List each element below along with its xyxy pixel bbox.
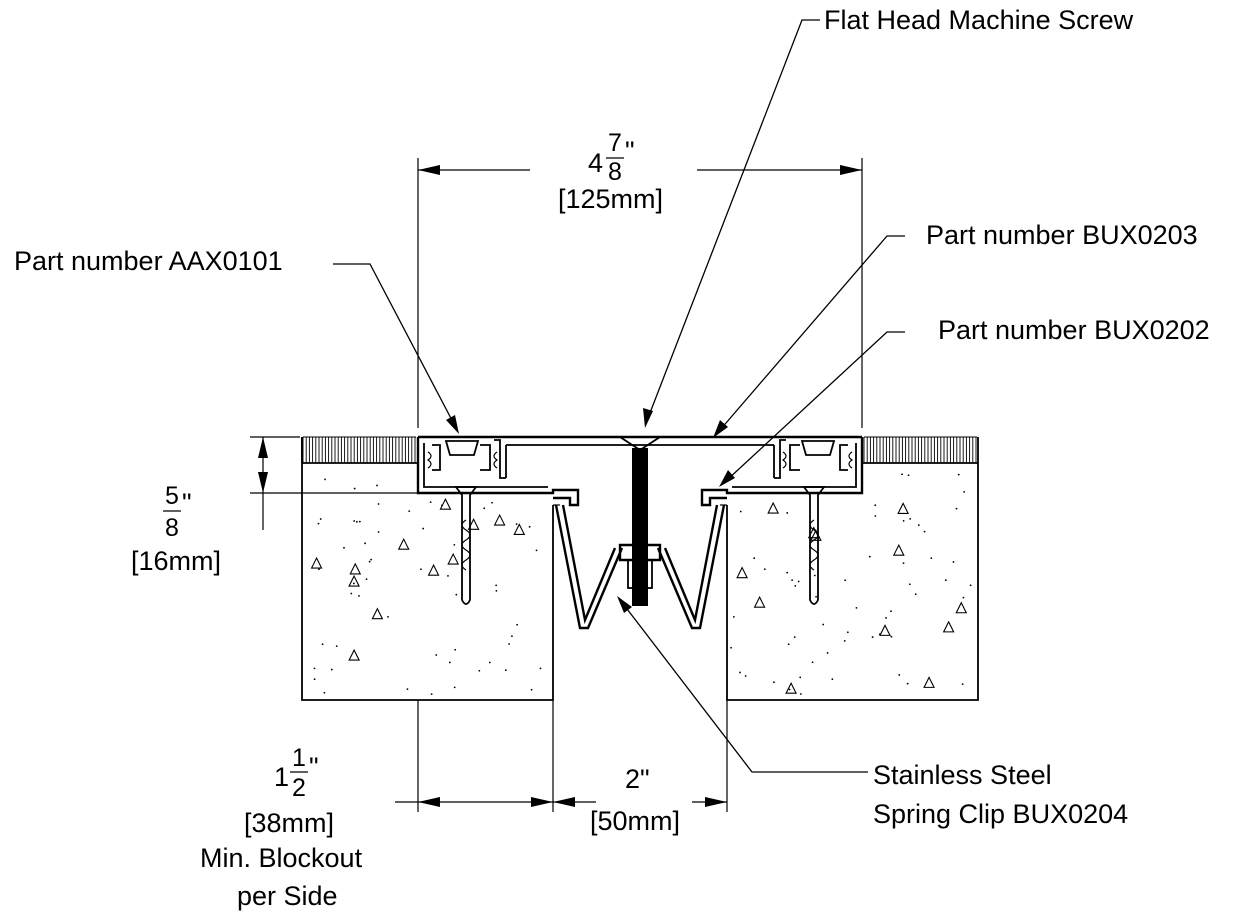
gap-value: 2" xyxy=(625,764,650,794)
right-concrete-slab xyxy=(720,437,979,701)
aax0101-label: Part number AAX0101 xyxy=(14,246,283,276)
blockout-numerator: 1 xyxy=(292,744,306,772)
left-frame-aax0101 xyxy=(416,435,580,605)
overall-width-metric: [125mm] xyxy=(558,184,663,214)
bux0203-label: Part number BUX0203 xyxy=(926,220,1198,250)
bux0202-leader xyxy=(719,331,905,487)
spring-clip-label-line2: Spring Clip BUX0204 xyxy=(873,799,1128,829)
depth-denominator: 8 xyxy=(165,514,179,542)
spring-clip-bux0204 xyxy=(554,504,726,630)
bux0202-label: Part number BUX0202 xyxy=(938,315,1210,345)
blockout-note-line1: Min. Blockout xyxy=(200,843,363,873)
spring-clip-leader xyxy=(617,596,868,773)
depth-numerator: 5 xyxy=(165,482,179,510)
aax0101-leader xyxy=(333,263,459,434)
screw-label: Flat Head Machine Screw xyxy=(824,5,1134,35)
bux0203-leader xyxy=(713,235,905,438)
right-frame-aax0101 xyxy=(700,435,864,605)
blockout-whole: 1 xyxy=(274,762,289,792)
depth-metric: [16mm] xyxy=(131,546,221,576)
screw-leader xyxy=(643,19,820,428)
blockout-note-line2: per Side xyxy=(237,881,338,911)
overall-width-dimension xyxy=(417,158,863,428)
blockout-denominator: 2 xyxy=(292,774,306,802)
depth-unit: " xyxy=(182,488,192,518)
overall-width-whole: 4 xyxy=(588,148,603,178)
left-surface-texture xyxy=(302,436,416,463)
blockout-gap-dimension xyxy=(395,700,728,812)
left-concrete-slab xyxy=(301,437,560,701)
flat-head-machine-screw xyxy=(618,448,662,606)
overall-width-denominator: 8 xyxy=(608,158,622,186)
blockout-unit: " xyxy=(309,752,319,782)
cover-plate-bux0203 xyxy=(500,435,780,478)
gap-metric: [50mm] xyxy=(590,806,680,836)
depth-dimension xyxy=(250,436,418,530)
right-surface-texture xyxy=(863,436,977,463)
spring-clip-label-line1: Stainless Steel xyxy=(873,760,1052,790)
overall-width-numerator: 7 xyxy=(608,129,622,157)
blockout-metric: [38mm] xyxy=(244,808,334,838)
overall-width-unit: " xyxy=(625,136,635,166)
concrete-aggregate xyxy=(310,473,972,696)
